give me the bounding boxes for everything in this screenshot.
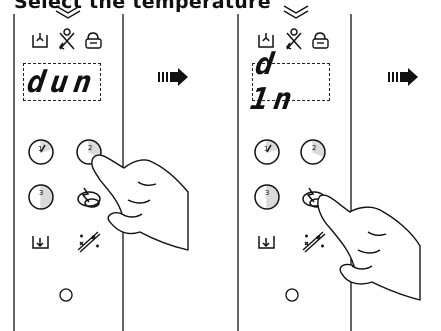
- program-3-number: 3: [39, 189, 43, 197]
- delay-start-icon[interactable]: [259, 236, 274, 248]
- lcd-display: d 1n: [252, 63, 330, 101]
- prewash-icon: [33, 33, 47, 47]
- hand-pointer-illustration: [318, 195, 420, 300]
- delay-start-icon[interactable]: [33, 236, 48, 248]
- program-3-number: 3: [265, 189, 269, 197]
- extra-dry-icon[interactable]: [78, 232, 100, 252]
- power-led: [286, 289, 298, 301]
- intensive-wash-icon[interactable]: [78, 188, 100, 207]
- next-step-arrow: [388, 68, 418, 86]
- next-step-arrow: [158, 68, 188, 86]
- lcd-display: dun: [23, 63, 101, 101]
- program-1-number: 1: [264, 145, 268, 153]
- prewash-icon: [259, 33, 273, 47]
- no-rinse-aid-icon: [60, 29, 74, 49]
- extra-dry-icon[interactable]: [303, 232, 325, 252]
- caption: Select the temperature: [14, 0, 271, 13]
- salt-icon: [86, 33, 101, 48]
- lcd-text: dun: [21, 64, 102, 100]
- no-rinse-aid-icon: [287, 29, 301, 49]
- program-1-number: 1: [38, 145, 42, 153]
- program-2-number: 2: [312, 144, 316, 152]
- lcd-text: d 1n: [250, 64, 331, 100]
- power-led: [60, 289, 72, 301]
- program-2-number: 2: [88, 144, 92, 152]
- hand-pointer-illustration: [92, 155, 188, 250]
- salt-icon: [313, 33, 328, 48]
- chevron-down-icon: [284, 6, 308, 18]
